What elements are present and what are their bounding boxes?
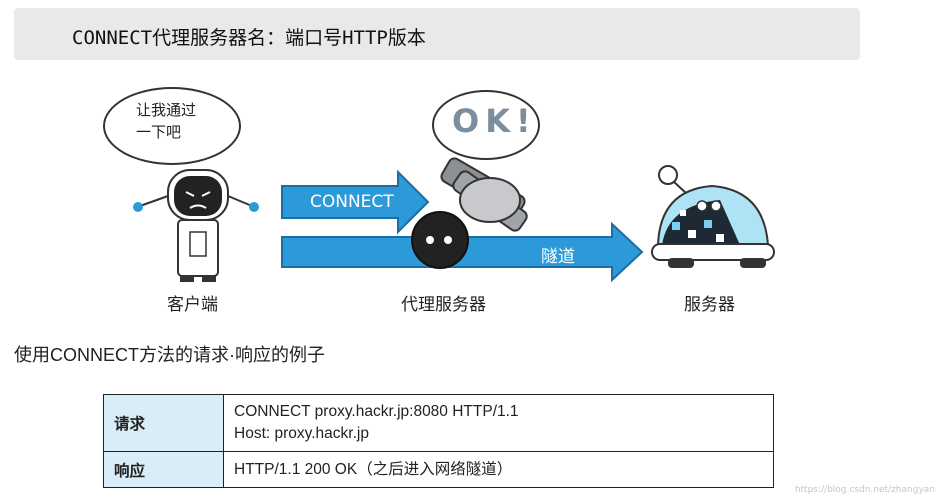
- response-row: 响应 HTTP/1.1 200 OK（之后进入网络隧道）: [103, 451, 774, 488]
- client-speech-bubble: [103, 87, 241, 165]
- tunnel-arrow-label: 隧道: [541, 247, 575, 267]
- proxy-caption: 代理服务器: [401, 295, 486, 315]
- syntax-box: CONNECT代理服务器名：端口号HTTP版本: [14, 8, 860, 60]
- response-value: HTTP/1.1 200 OK（之后进入网络隧道）: [223, 451, 774, 488]
- connect-arrow-label: CONNECT: [310, 192, 394, 212]
- watermark: https://blog.csdn.net/zhangyan: [794, 485, 935, 495]
- connect-arrow: [281, 169, 430, 235]
- client-speech-line-1: 让我通过: [136, 101, 197, 119]
- request-line-1: CONNECT proxy.hackr.jp:8080 HTTP/1.1: [234, 403, 519, 420]
- section-title: 使用CONNECT方法的请求·响应的例子: [14, 345, 325, 365]
- request-line-2: Host: proxy.hackr.jp: [234, 425, 369, 442]
- proxy-speech-text: OK!: [452, 102, 537, 140]
- proxy-speech-bubble: [432, 90, 540, 160]
- response-label: 响应: [103, 451, 224, 488]
- request-label: 请求: [103, 394, 224, 452]
- client-speech-line-2: 一下吧: [136, 123, 182, 141]
- server-caption: 服务器: [684, 295, 735, 315]
- client-caption: 客户端: [167, 295, 218, 315]
- client-robot: [133, 169, 259, 282]
- request-value: CONNECT proxy.hackr.jp:8080 HTTP/1.1 Hos…: [223, 394, 774, 452]
- request-row: 请求 CONNECT proxy.hackr.jp:8080 HTTP/1.1 …: [103, 394, 774, 452]
- illustration: [133, 157, 775, 283]
- syntax-text: CONNECT代理服务器名：端口号HTTP版本: [72, 27, 426, 49]
- server-robot: [651, 165, 775, 268]
- example-table: 请求 CONNECT proxy.hackr.jp:8080 HTTP/1.1 …: [103, 394, 774, 488]
- proxy-robot: [411, 157, 528, 269]
